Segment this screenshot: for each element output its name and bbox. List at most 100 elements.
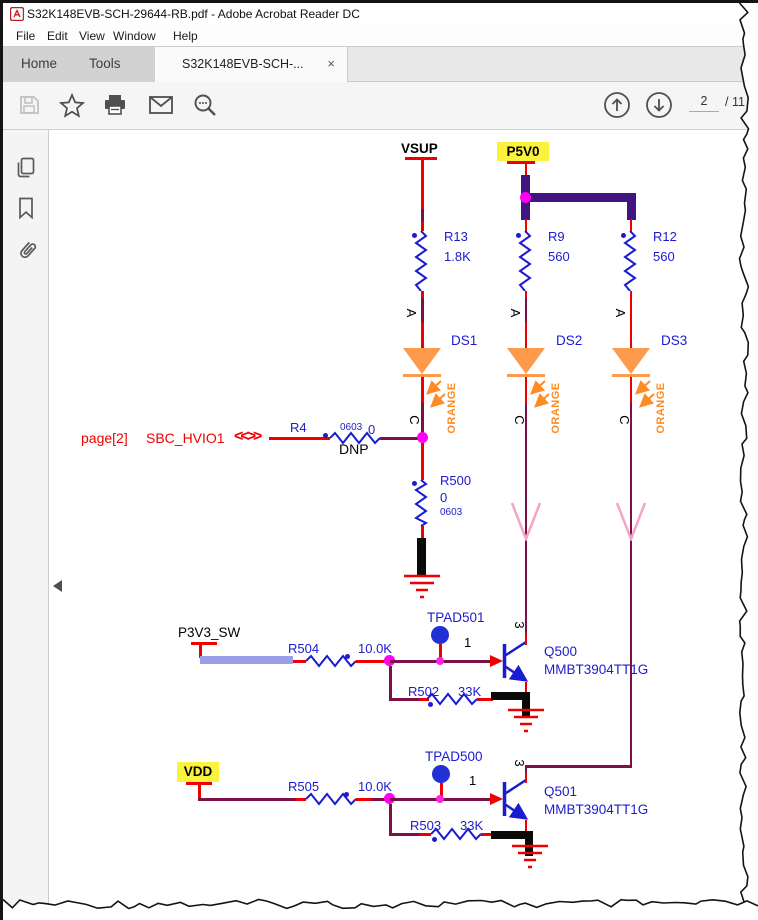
p3v3-net-bar <box>191 642 217 645</box>
wire <box>524 377 527 403</box>
resistor-r503 <box>431 827 481 841</box>
wire <box>356 660 390 663</box>
pin-dot <box>412 481 417 486</box>
net-label-vdd: VDD <box>177 762 219 782</box>
menu-help[interactable]: Help <box>173 29 198 43</box>
ground-symbol <box>512 844 548 869</box>
net-label-p3v3-sw: P3V3_SW <box>178 625 241 640</box>
ground-symbol <box>508 708 544 733</box>
previous-page-icon[interactable] <box>603 91 631 119</box>
wire <box>419 833 431 836</box>
next-page-icon[interactable] <box>645 91 673 119</box>
main-toolbar: 2 / 11 <box>3 82 758 130</box>
led-symbol-ds2 <box>507 348 545 374</box>
sidebar-collapse-handle[interactable] <box>53 580 62 592</box>
wire <box>524 765 527 773</box>
navigation-sidebar <box>3 130 49 920</box>
r505-ref: R505 <box>288 779 320 794</box>
pin-label-collector: 3 <box>512 621 527 629</box>
ds3-ref: DS3 <box>661 333 688 348</box>
menu-window[interactable]: Window <box>113 29 156 43</box>
tab-tools[interactable]: Tools <box>89 56 121 71</box>
pin-dot <box>516 233 521 238</box>
tab-strip: Home Tools S32K148EVB-SCH-... × <box>3 46 758 83</box>
pin-connection-arrow <box>490 792 503 805</box>
wire <box>421 160 424 231</box>
wire <box>524 765 632 768</box>
inactive-tab-zone <box>3 47 155 83</box>
wire <box>440 783 443 799</box>
wire <box>389 833 419 836</box>
pin-label-cathode: C <box>512 415 527 425</box>
led-cathode-bar <box>612 374 650 377</box>
wire <box>389 698 419 701</box>
attachments-icon[interactable] <box>15 238 39 264</box>
wire <box>524 298 527 322</box>
q501-part: MMBT3904TT1G <box>544 802 649 817</box>
transistor-q501 <box>502 778 529 820</box>
resistor-r505 <box>306 792 356 806</box>
probe-wire <box>491 692 530 700</box>
highlighted-bus-wire <box>521 193 636 202</box>
offpage-net-name[interactable]: SBC_HVIO1 <box>146 430 225 446</box>
tab-document[interactable]: S32K148EVB-SCH-... × <box>155 47 348 83</box>
menu-file[interactable]: File <box>16 29 36 43</box>
wire <box>524 820 527 833</box>
schematic-layer: VSUP P5V0 R13 1.8K R9 560 R12 560 <box>3 3 758 920</box>
pin-label-base: 1 <box>464 635 472 650</box>
tab-close-icon[interactable]: × <box>327 56 335 71</box>
email-icon[interactable] <box>148 93 174 117</box>
q500-part: MMBT3904TT1G <box>544 662 649 677</box>
zoom-menu-icon[interactable] <box>193 93 219 119</box>
led-symbol-ds1 <box>403 348 441 374</box>
print-icon[interactable] <box>103 93 127 117</box>
wire <box>380 437 418 440</box>
r504-value: 10.0K <box>358 641 392 656</box>
r9-ref: R9 <box>548 229 565 244</box>
save-icon[interactable] <box>18 93 42 117</box>
wire <box>198 798 296 801</box>
r502-ref: R502 <box>408 684 440 699</box>
led-emission-arrows <box>530 380 550 408</box>
ds1-ref: DS1 <box>451 333 478 348</box>
tab-document-label: S32K148EVB-SCH-... <box>182 57 304 71</box>
led-cathode-bar <box>507 374 545 377</box>
led-color-label: ORANGE <box>446 382 458 434</box>
tab-home[interactable]: Home <box>21 56 58 71</box>
bookmarks-icon[interactable] <box>15 196 37 220</box>
led-symbol-ds3 <box>612 348 650 374</box>
led-emission-arrows <box>426 380 446 408</box>
r12-ref: R12 <box>653 229 677 244</box>
pin-label-anode: A <box>508 308 523 318</box>
wire <box>481 833 493 836</box>
wire <box>421 403 424 438</box>
wire <box>629 291 632 348</box>
menu-edit[interactable]: Edit <box>47 29 68 43</box>
pin-label-anode: A <box>613 308 628 318</box>
net-label-vsup: VSUP <box>401 141 438 156</box>
pin-dot <box>345 654 350 659</box>
wire <box>524 164 527 176</box>
wire <box>389 804 392 835</box>
r502-value: 33K <box>458 684 482 699</box>
r4-ref: R4 <box>290 420 307 435</box>
menu-view[interactable]: View <box>79 29 105 43</box>
probe-wire <box>525 831 533 856</box>
page-thumbnails-icon[interactable] <box>15 156 37 180</box>
net-label-p5v0: P5V0 <box>497 142 549 161</box>
page-number-input[interactable]: 2 <box>689 94 719 112</box>
led-color-label: ORANGE <box>655 382 667 434</box>
transistor-q500 <box>502 640 529 682</box>
wire <box>198 785 201 799</box>
q500-ref: Q500 <box>544 644 578 659</box>
pin-label-anode: A <box>404 308 419 318</box>
testpoint-tpad501 <box>431 626 449 644</box>
wire <box>629 377 632 403</box>
star-icon[interactable] <box>59 93 85 119</box>
wire <box>421 443 424 480</box>
menu-bar: File Edit View Window Help <box>3 25 758 46</box>
highlighted-bus-wire <box>627 193 636 220</box>
net-flag-chevron <box>615 502 647 541</box>
wire <box>421 209 424 221</box>
vsup-net-bar <box>405 157 437 160</box>
